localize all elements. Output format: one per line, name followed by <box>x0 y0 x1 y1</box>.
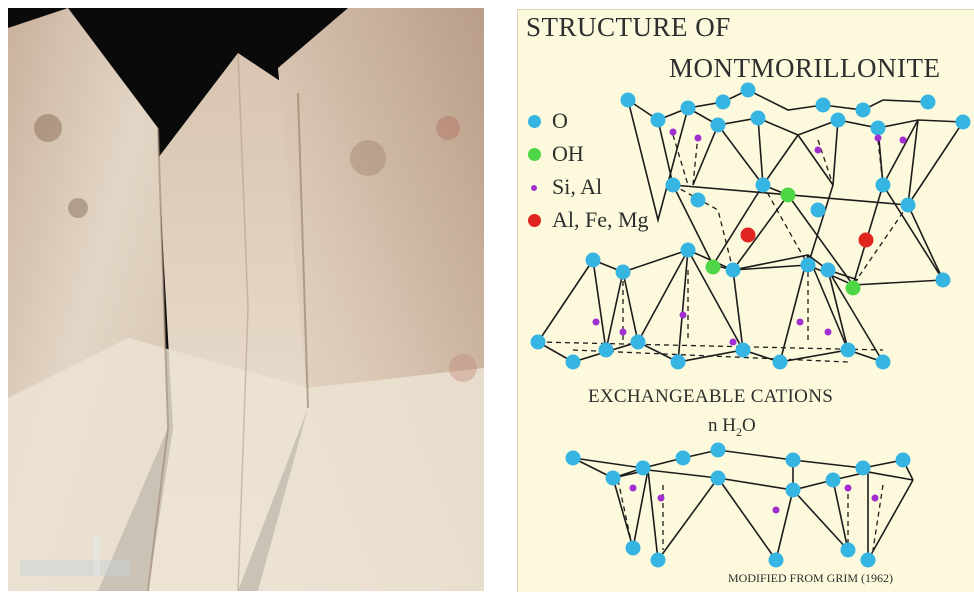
lattice-drawing <box>518 10 974 592</box>
source-credit: MODIFIED FROM GRIM (1962) <box>728 571 893 586</box>
crystal-photo <box>8 8 484 591</box>
exchangeable-cations-label: EXCHANGEABLE CATIONS <box>588 386 833 408</box>
structure-diagram: STRUCTURE OF MONTMORILLONITE O OH Si, Al… <box>517 9 974 592</box>
water-o: O <box>742 415 756 436</box>
water-n: n H <box>708 415 736 436</box>
water-label: n H2O <box>708 415 756 440</box>
